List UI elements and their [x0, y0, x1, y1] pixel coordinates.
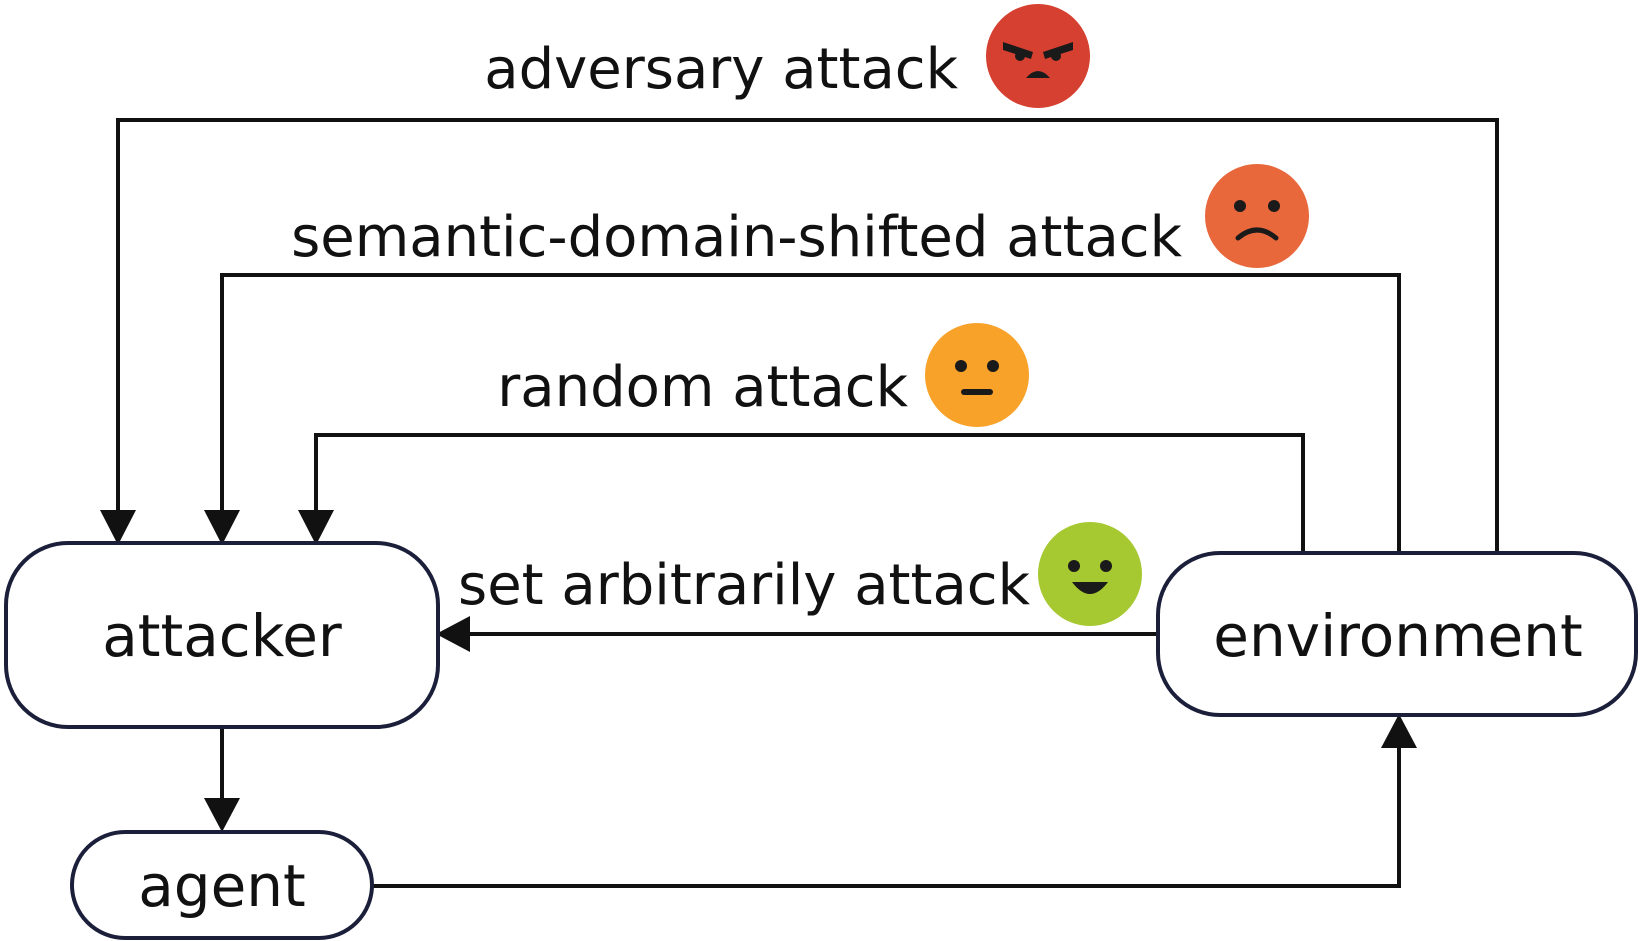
frowning-face-icon — [1205, 164, 1309, 268]
node-agent: agent — [70, 830, 374, 940]
node-attacker: attacker — [4, 541, 440, 729]
arrowhead-agent — [204, 798, 240, 832]
label-arbitrary-attack: set arbitrarily attack — [458, 553, 1031, 618]
angry-face-icon — [986, 4, 1090, 108]
edge-random-attack — [314, 433, 1305, 552]
node-agent-label: agent — [138, 852, 306, 920]
label-adversary-attack: adversary attack — [484, 37, 958, 102]
node-attacker-label: attacker — [102, 602, 342, 670]
smiling-face-icon — [1038, 522, 1142, 626]
edge-semantic-attack — [220, 273, 1401, 552]
label-random-attack: random attack — [497, 355, 908, 420]
edge-adversary-attack — [116, 118, 1499, 552]
neutral-face-icon — [925, 323, 1029, 427]
arrowhead-environment — [1381, 714, 1417, 748]
node-environment-label: environment — [1213, 602, 1582, 670]
label-semantic-attack: semantic-domain-shifted attack — [291, 205, 1182, 270]
arrowhead-semantic — [204, 510, 240, 545]
arrowhead-arbitrary — [436, 616, 470, 652]
edge-agent-environment — [372, 748, 1401, 888]
node-environment: environment — [1156, 551, 1638, 717]
arrowhead-random — [298, 510, 334, 545]
arrowhead-adversary — [100, 510, 136, 545]
